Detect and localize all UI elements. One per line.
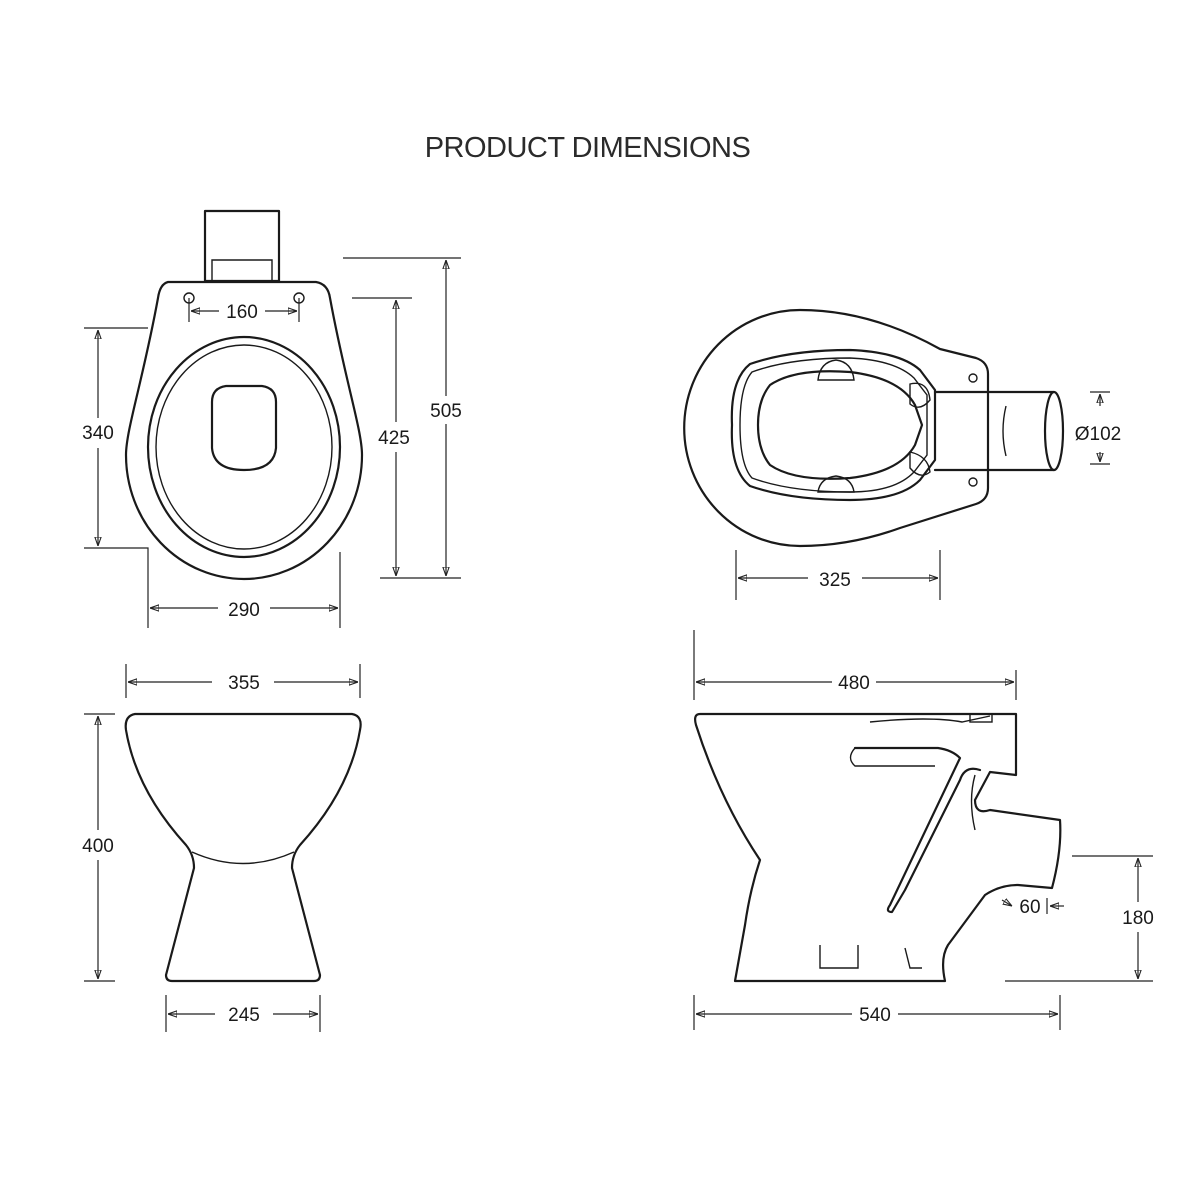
plan-bowl-rim-inner (739, 357, 928, 493)
dim-label-245: 245 (228, 1005, 260, 1026)
plan-outlet-shade (1002, 405, 1007, 457)
plan-view (683, 308, 1065, 548)
dimension-lines (84, 257, 1153, 1032)
seat-rim-inner (155, 344, 333, 550)
seat-rim (146, 335, 342, 559)
dim-label-340: 340 (82, 423, 114, 444)
plan-bowl-rim (730, 348, 937, 502)
side-trap-inner (853, 746, 982, 914)
dim-label-425: 425 (378, 428, 410, 449)
side-foot-left (819, 945, 859, 969)
cistern-connector (203, 209, 281, 283)
side-hinge (969, 713, 993, 723)
plan-bolt-top (968, 373, 978, 383)
plan-bolt-bottom (968, 477, 978, 487)
front-view (124, 712, 362, 983)
plan-pad-top (817, 359, 855, 381)
side-rim-channel (849, 747, 935, 767)
dim-label-102: Ø102 (1075, 424, 1121, 445)
plan-pad-right-bottom (909, 451, 931, 476)
dim-label-60: 60 (1019, 897, 1040, 918)
bowl-opening (210, 384, 278, 472)
plan-outlet-pipe (933, 390, 1056, 472)
side-foot-right (904, 947, 922, 969)
plan-pad-bottom (817, 475, 855, 493)
dim-label-480: 480 (838, 673, 870, 694)
front-bowl-curve (191, 851, 295, 865)
dim-label-290: 290 (228, 600, 260, 621)
dim-label-325: 325 (819, 570, 851, 591)
plan-pad-right-top (909, 382, 931, 408)
side-seat-line (869, 715, 991, 723)
connector-inner (211, 259, 273, 281)
plan-bowl-outline (683, 308, 990, 548)
top-view (124, 209, 364, 581)
side-trap-curve (970, 774, 976, 831)
front-pedestal-outline (124, 712, 362, 983)
dim-label-355: 355 (228, 673, 260, 694)
plan-outlet-end (1043, 390, 1065, 472)
dim-label-400: 400 (82, 836, 114, 857)
plan-seat-opening (756, 370, 924, 480)
dim-label-160: 160 (226, 302, 258, 323)
seat-outline (124, 280, 364, 581)
side-view (694, 712, 1062, 983)
page-title: PRODUCT DIMENSIONS (424, 132, 751, 164)
side-pan-outline (694, 712, 1062, 983)
dim-label-505: 505 (430, 401, 462, 422)
dim-label-180: 180 (1122, 908, 1154, 929)
dim-label-540: 540 (859, 1005, 891, 1026)
